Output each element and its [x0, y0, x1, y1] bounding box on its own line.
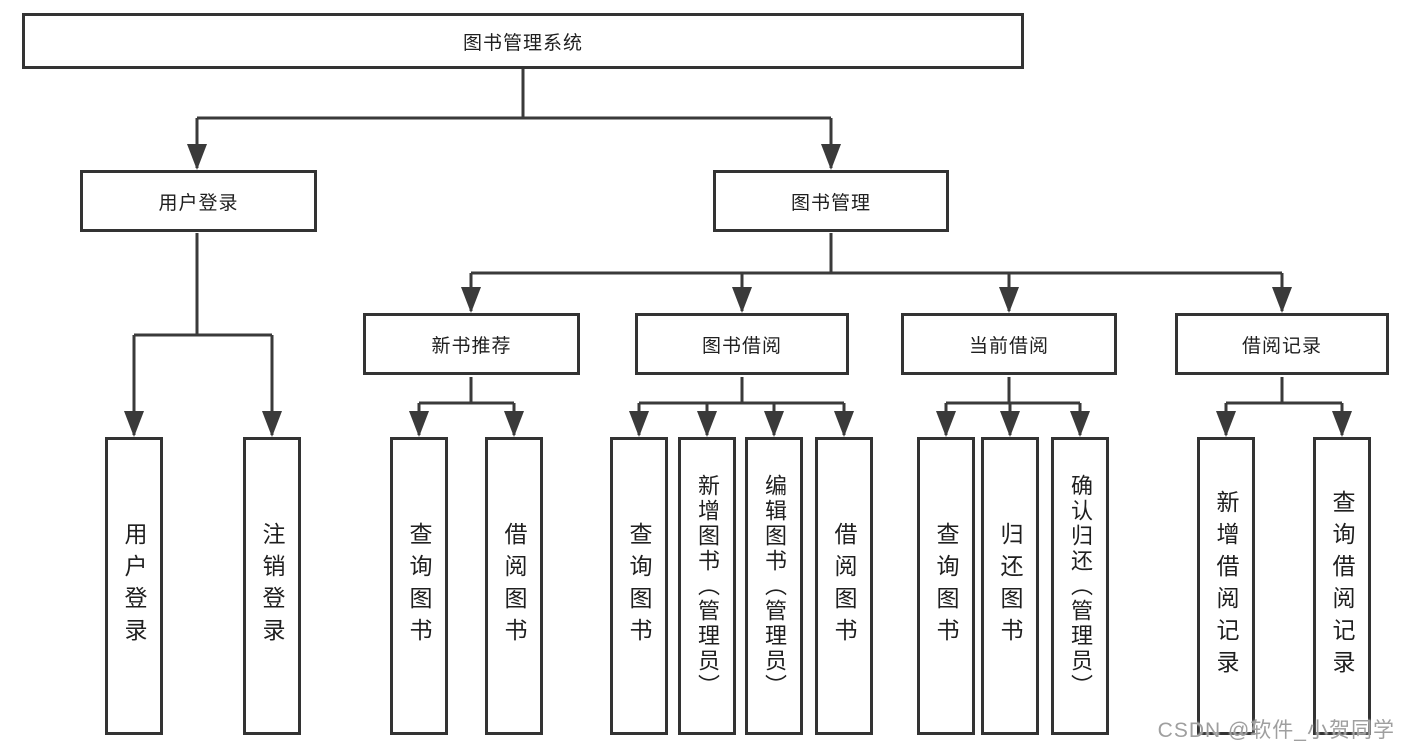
leaf-borrow-add-book-admin-label: 新增图书（管理员） [695, 473, 720, 699]
leaf-current-confirm-return-admin: 确认归还（管理员） [1051, 437, 1109, 735]
connector-record-to-leaves [1216, 377, 1352, 437]
leaf-borrow-edit-book-admin: 编辑图书（管理员） [745, 437, 803, 735]
connector-current-to-leaves [936, 377, 1090, 437]
leaf-current-return-book-label: 归还图书 [997, 522, 1023, 650]
leaf-record-query-borrow-record: 查询借阅记录 [1313, 437, 1371, 735]
leaf-record-add-borrow-record: 新增借阅记录 [1197, 437, 1255, 735]
node-current-borrow-label: 当前借阅 [968, 335, 1049, 357]
node-book-management-label: 图书管理 [790, 192, 871, 214]
connector-login-to-leaves [124, 233, 282, 437]
watermark: CSDN @软件_小贺同学 [1157, 719, 1395, 742]
leaf-borrow-borrow-book: 借阅图书 [815, 437, 873, 735]
node-new-book-recommend-label: 新书推荐 [431, 335, 512, 357]
node-book-management: 图书管理 [713, 170, 949, 232]
connector-mgmt-to-level3 [461, 233, 1292, 313]
node-user-login-label: 用户登录 [158, 192, 239, 214]
node-new-book-recommend: 新书推荐 [363, 313, 580, 375]
leaf-logout-label: 注销登录 [259, 522, 285, 650]
leaf-current-return-book: 归还图书 [981, 437, 1039, 735]
leaf-current-query-book: 查询图书 [917, 437, 975, 735]
leaf-record-query-borrow-record-label: 查询借阅记录 [1329, 490, 1355, 682]
node-book-borrow: 图书借阅 [635, 313, 849, 375]
leaf-recommend-query-book: 查询图书 [390, 437, 448, 735]
leaf-current-confirm-return-admin-label: 确认归还（管理员） [1068, 473, 1093, 699]
leaf-borrow-query-book-label: 查询图书 [626, 522, 652, 650]
node-root: 图书管理系统 [22, 13, 1024, 69]
node-root-label: 图书管理系统 [462, 32, 583, 54]
node-user-login: 用户登录 [80, 170, 317, 232]
leaf-borrow-edit-book-admin-label: 编辑图书（管理员） [762, 473, 787, 699]
leaf-user-login-label: 用户登录 [121, 522, 147, 650]
connector-borrow-to-leaves [629, 377, 854, 437]
leaf-borrow-add-book-admin: 新增图书（管理员） [678, 437, 736, 735]
leaf-recommend-borrow-book-label: 借阅图书 [501, 522, 527, 650]
node-current-borrow: 当前借阅 [901, 313, 1117, 375]
node-borrow-record: 借阅记录 [1175, 313, 1389, 375]
leaf-borrow-borrow-book-label: 借阅图书 [831, 522, 857, 650]
leaf-current-query-book-label: 查询图书 [933, 522, 959, 650]
node-borrow-record-label: 借阅记录 [1241, 335, 1322, 357]
node-book-borrow-label: 图书借阅 [701, 335, 782, 357]
connector-recommend-to-leaves [409, 377, 524, 437]
leaf-logout: 注销登录 [243, 437, 301, 735]
leaf-record-add-borrow-record-label: 新增借阅记录 [1213, 490, 1239, 682]
connector-root-to-level2 [187, 69, 841, 170]
leaf-user-login: 用户登录 [105, 437, 163, 735]
leaf-recommend-query-book-label: 查询图书 [406, 522, 432, 650]
leaf-borrow-query-book: 查询图书 [610, 437, 668, 735]
leaf-recommend-borrow-book: 借阅图书 [485, 437, 543, 735]
